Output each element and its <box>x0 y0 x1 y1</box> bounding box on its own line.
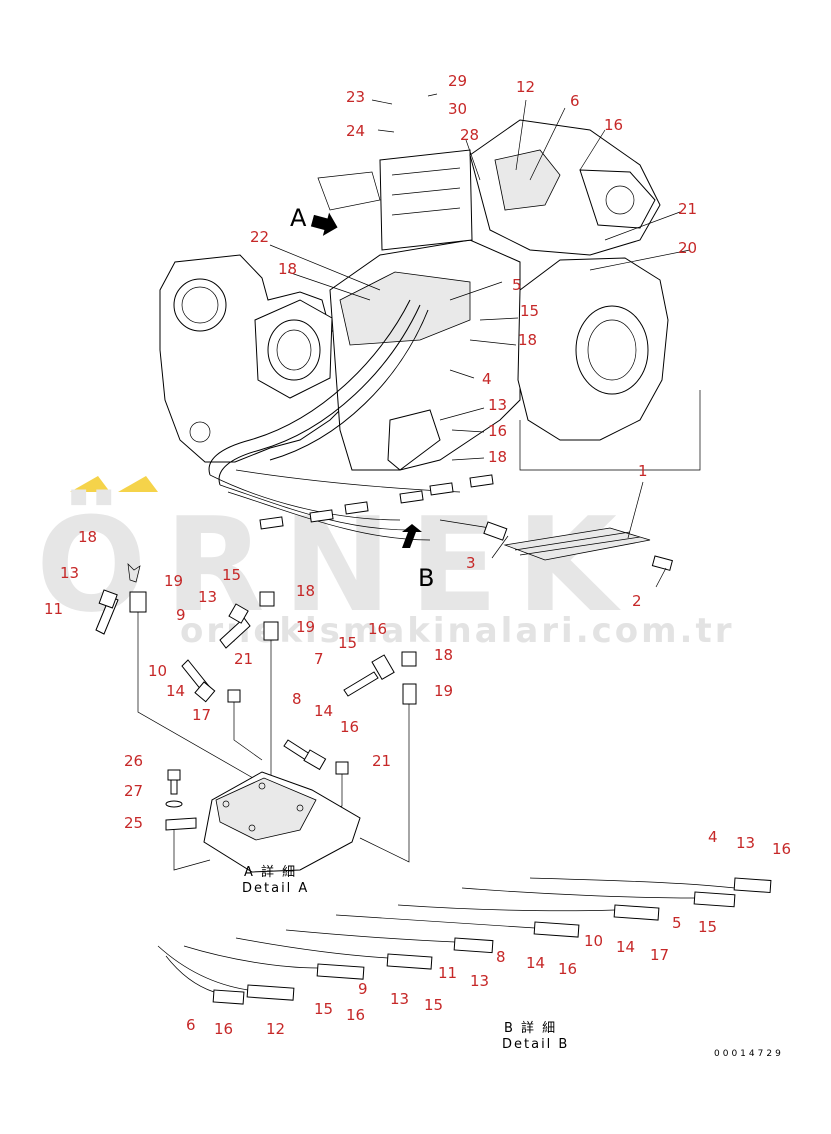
callout: 18 <box>296 582 315 600</box>
callout: 10 <box>148 662 167 680</box>
transmission-assembly <box>159 119 701 571</box>
callout: 15 <box>222 566 241 584</box>
callout: 13 <box>198 588 217 606</box>
callout: 9 <box>358 980 368 998</box>
callout: 13 <box>390 990 409 1008</box>
callout: 18 <box>278 260 297 278</box>
callout: 9 <box>176 606 186 624</box>
callout: 16 <box>604 116 623 134</box>
callout: 23 <box>346 88 365 106</box>
callouts-detail-b: 4 13 16 5 15 10 14 17 8 14 16 11 13 9 13… <box>186 828 791 1038</box>
callout: 29 <box>448 72 467 90</box>
callout: 13 <box>736 834 755 852</box>
callout: 16 <box>368 620 387 638</box>
callout: 28 <box>460 126 479 144</box>
callout: 16 <box>488 422 507 440</box>
callout: 15 <box>698 918 717 936</box>
callout: 27 <box>124 782 143 800</box>
callout: 22 <box>250 228 269 246</box>
callout: 18 <box>518 331 537 349</box>
detail-b-jp: B 詳 細 <box>504 1020 557 1036</box>
callouts-detail-a: 18 13 11 19 15 18 13 9 19 7 15 16 18 10 … <box>44 528 453 832</box>
callout: 13 <box>488 396 507 414</box>
callouts-main: 23 29 30 24 12 6 16 28 21 20 22 18 5 15 … <box>250 72 697 610</box>
callout: 17 <box>650 946 669 964</box>
drawing-number: 00014729 <box>714 1049 784 1059</box>
svg-text:A: A <box>290 204 307 232</box>
callout: 5 <box>512 276 522 294</box>
view-marker-b: B <box>402 524 434 592</box>
detail-a-jp: A 詳 細 <box>244 864 297 880</box>
callout: 6 <box>570 92 580 110</box>
callout: 11 <box>438 964 457 982</box>
callout: 30 <box>448 100 467 118</box>
callout: 14 <box>314 702 333 720</box>
callout: 20 <box>678 239 697 257</box>
svg-text:B: B <box>418 564 434 592</box>
callout: 3 <box>466 554 476 572</box>
callout: 21 <box>372 752 391 770</box>
detail-a-caption: A 詳 細 Detail A <box>242 864 309 896</box>
callout: 19 <box>434 682 453 700</box>
callout: 8 <box>496 948 506 966</box>
leader-lines <box>269 93 691 588</box>
callout: 4 <box>482 370 492 388</box>
detail-a-parts <box>95 563 417 873</box>
callout: 21 <box>234 650 253 668</box>
callout: 18 <box>434 646 453 664</box>
callout: 15 <box>520 302 539 320</box>
callout: 25 <box>124 814 143 832</box>
callout: 16 <box>214 1020 233 1038</box>
callout: 7 <box>314 650 324 668</box>
callout: 5 <box>672 914 682 932</box>
callout: 16 <box>340 718 359 736</box>
callout: 13 <box>60 564 79 582</box>
view-marker-a: A <box>290 204 338 236</box>
callout: 13 <box>470 972 489 990</box>
callout: 10 <box>584 932 603 950</box>
callout: 19 <box>164 572 183 590</box>
detail-b-cables <box>157 877 772 1005</box>
detail-b-caption: B 詳 細 Detail B <box>502 1020 569 1052</box>
callout: 19 <box>296 618 315 636</box>
callout: 1 <box>638 462 648 480</box>
callout: 21 <box>678 200 697 218</box>
callout: 18 <box>488 448 507 466</box>
watermark-accent-mark <box>70 476 158 492</box>
callout: 16 <box>772 840 791 858</box>
callout: 18 <box>78 528 97 546</box>
callout: 6 <box>186 1016 196 1034</box>
callout: 14 <box>616 938 635 956</box>
callout: 16 <box>346 1006 365 1024</box>
callout: 14 <box>526 954 545 972</box>
callout: 24 <box>346 122 365 140</box>
callout: 17 <box>192 706 211 724</box>
callout: 12 <box>516 78 535 96</box>
callout: 15 <box>338 634 357 652</box>
callout: 2 <box>632 592 642 610</box>
detail-b-en: Detail B <box>502 1037 569 1052</box>
callout: 15 <box>424 996 443 1014</box>
callout: 15 <box>314 1000 333 1018</box>
callout: 16 <box>558 960 577 978</box>
detail-a-en: Detail A <box>242 881 309 896</box>
callout: 11 <box>44 600 63 618</box>
callout: 14 <box>166 682 185 700</box>
callout: 12 <box>266 1020 285 1038</box>
callout: 4 <box>708 828 718 846</box>
callout: 8 <box>292 690 302 708</box>
watermark-url: ornekismakinalari.com.tr <box>180 611 735 651</box>
callout: 26 <box>124 752 143 770</box>
